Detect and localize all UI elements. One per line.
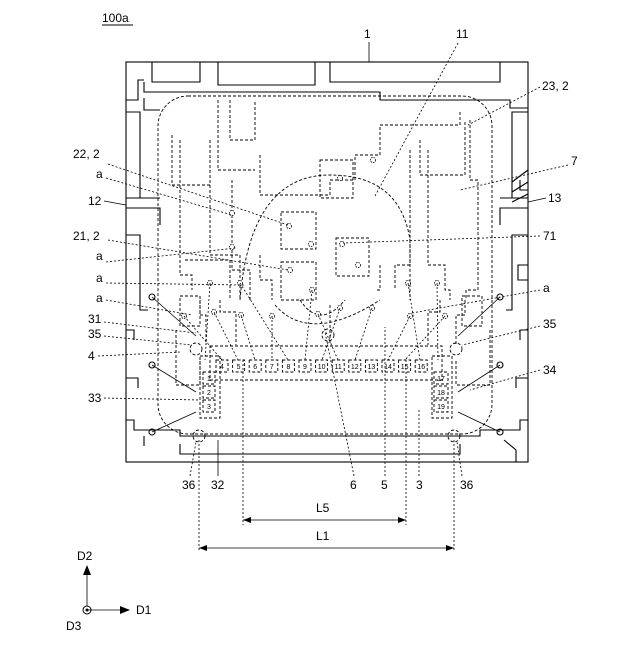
bond-wire: [322, 308, 340, 360]
label-3: 3: [416, 478, 423, 492]
dim-L5: L5: [316, 501, 330, 515]
label-21-2: 21, 2: [73, 229, 100, 243]
bond-points: [181, 157, 447, 360]
bond-wire: [184, 316, 222, 360]
figure-label: 100a: [102, 11, 129, 25]
label-35-left: 35: [88, 327, 102, 341]
label-a-right: a: [543, 281, 550, 295]
axis-d2-label: D2: [77, 549, 93, 563]
label-a-1: a: [96, 167, 103, 181]
label-11: 11: [456, 27, 469, 41]
bond-wire: [355, 308, 372, 360]
pad-number: 9: [303, 364, 307, 371]
pad-number: 17: [437, 376, 445, 383]
bond-wire: [240, 283, 288, 360]
pad-number: 5: [237, 364, 241, 371]
pad-number: 18: [437, 390, 445, 397]
bond-point: [337, 175, 342, 180]
bond-wire: [305, 290, 312, 360]
bond-wire: [241, 315, 255, 360]
axis-d2-arrow-icon: [83, 565, 91, 575]
pad-number: 13: [368, 364, 376, 371]
lead-frame: [126, 62, 528, 462]
label-12: 12: [88, 194, 102, 208]
pad-number: 11: [335, 364, 342, 371]
label-36-left: 36: [182, 478, 196, 492]
label-71: 71: [543, 229, 557, 243]
label-1: 1: [364, 27, 371, 41]
label-23-2: 23, 2: [542, 79, 569, 93]
package-outline: [126, 62, 528, 462]
bond-point: [355, 262, 360, 267]
label-a-4: a: [96, 291, 103, 305]
pad-number: 3: [207, 404, 211, 411]
axis-d3-label: D3: [66, 619, 82, 633]
label-a-3: a: [96, 271, 103, 285]
chip-21: [281, 262, 316, 300]
axis-d1-label: D1: [136, 603, 152, 617]
pad-number-row: 45678910111213141516: [216, 360, 427, 372]
bond-point: [370, 157, 375, 162]
axis-d1-arrow-icon: [120, 606, 130, 614]
internal-wiring: [172, 100, 490, 385]
pad-strip: [200, 346, 452, 418]
axis-indicator: D2 D1 D3: [66, 549, 152, 633]
label-32: 32: [211, 478, 225, 492]
pad-number: 10: [318, 364, 326, 371]
label-a-2: a: [96, 249, 103, 263]
label-6: 6: [350, 478, 357, 492]
pad-number: 19: [437, 404, 445, 411]
label-22-2: 22, 2: [73, 147, 100, 161]
pad-number: 6: [253, 364, 257, 371]
pad-number: 16: [417, 364, 425, 371]
pad-number: 8: [286, 364, 290, 371]
bond-wire: [405, 316, 445, 360]
dimensions: L5 L1: [199, 360, 454, 552]
dim-L1: L1: [316, 529, 330, 543]
pad-number: 12: [351, 364, 359, 371]
resin-outline: [158, 96, 492, 434]
label-35-right: 35: [543, 317, 557, 331]
pad-number-right: 17 18 19: [434, 372, 448, 412]
pad-number: 7: [270, 364, 274, 371]
label-4: 4: [88, 349, 95, 363]
label-34: 34: [543, 363, 557, 377]
label-36-right: 36: [460, 478, 474, 492]
pad-number: 4: [220, 364, 224, 371]
label-31: 31: [88, 312, 102, 326]
pad-number-left: 1 2 3: [203, 372, 215, 412]
pad-number: 15: [401, 364, 409, 371]
label-5: 5: [381, 478, 388, 492]
bond-wire: [437, 283, 438, 360]
bond-point: [339, 241, 344, 246]
bond-point: [287, 267, 292, 272]
mounting-holes: [149, 294, 503, 442]
label-7: 7: [571, 154, 578, 168]
bond-wire: [214, 312, 238, 360]
bond-wire: [388, 316, 410, 360]
pad-number: 2: [207, 390, 211, 397]
label-33: 33: [88, 391, 102, 405]
label-13: 13: [548, 191, 562, 205]
reference-labels: 1 11 23, 2 22, 2 a 7 12 13 21, 2 71 a a …: [73, 27, 578, 492]
bond-point: [308, 241, 313, 246]
pad-number: 1: [207, 376, 211, 383]
bond-point: [286, 223, 291, 228]
